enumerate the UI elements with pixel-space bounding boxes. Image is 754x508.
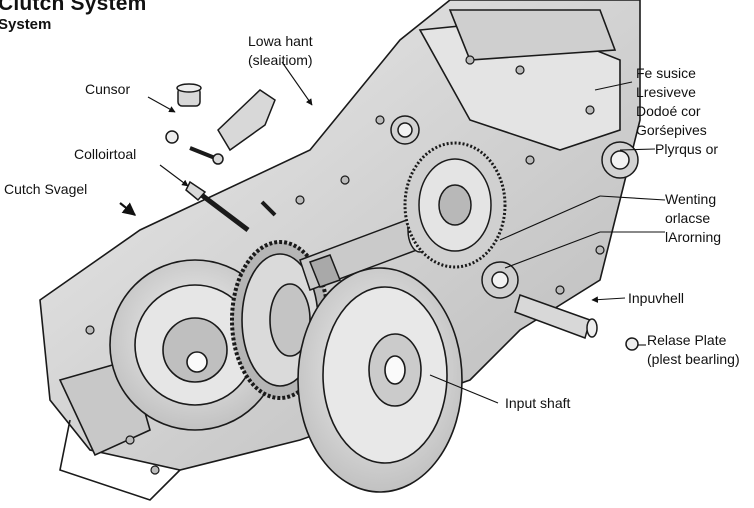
housing-bolts [85,55,605,475]
input-shaft [299,207,433,291]
leader-lines [119,61,666,404]
label-input-shaft: Input shaft [505,395,571,411]
release-bearing-hub [403,141,507,269]
diagram-subtitle: System [0,16,52,33]
diagram-title: Clutch System [0,0,147,15]
label-plyrqus: Plyrqus or [655,141,719,157]
upper-right-bores [390,115,639,179]
label-release-plate: Relase Plate(plest bearling) [647,332,740,367]
label-lowa-hant: Lowa hant(sleaitiom) [248,33,313,68]
label-inpuvhell: Inpuvhell [628,290,685,306]
small-parts [165,83,639,351]
label-cunsor: Cunsor [85,81,131,97]
label-collortoal: Colloirtoal [74,146,137,162]
label-cutch-svagel: Cutch Svagel [4,181,88,197]
clutch-disc [297,267,463,493]
